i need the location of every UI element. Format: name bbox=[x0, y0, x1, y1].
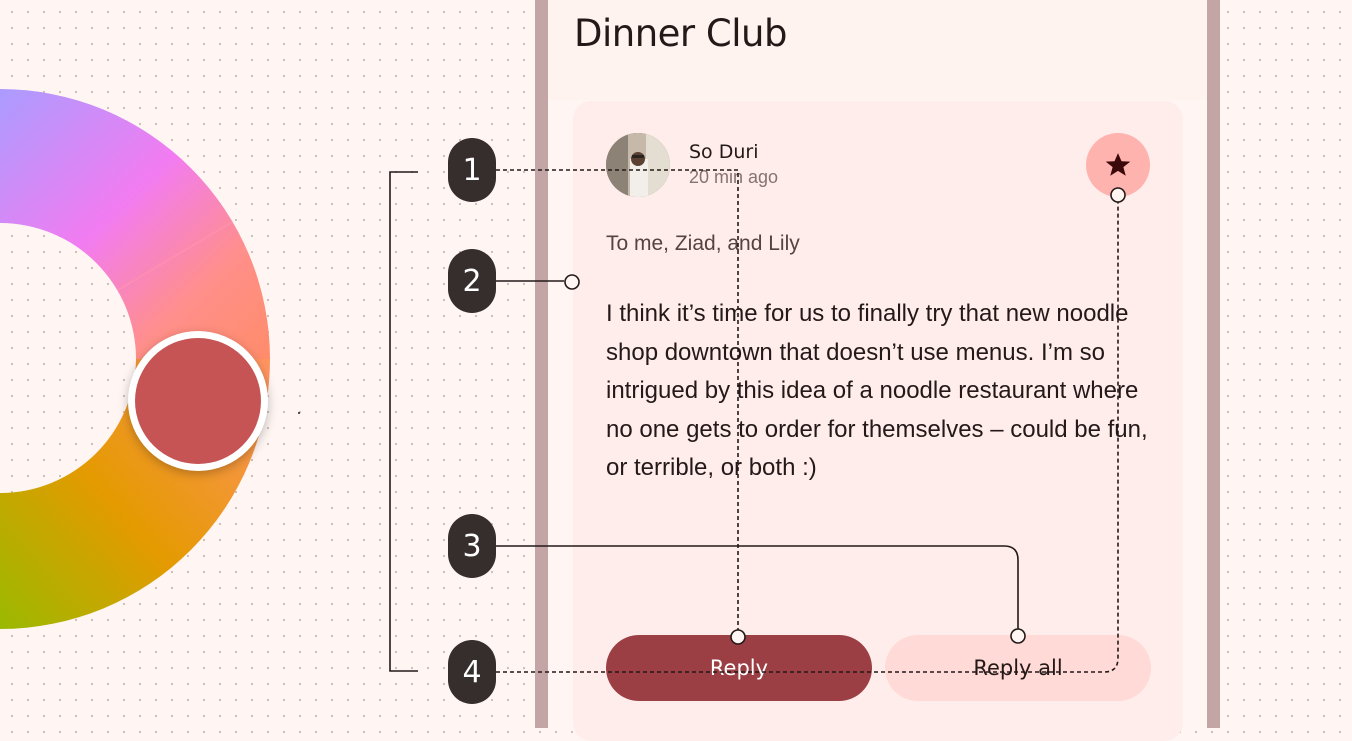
avatar[interactable] bbox=[606, 133, 670, 197]
reply-button[interactable]: Reply bbox=[606, 635, 872, 701]
star-button[interactable] bbox=[1086, 133, 1150, 197]
sender-name: So Duri bbox=[689, 141, 759, 163]
bracket-line bbox=[389, 171, 418, 672]
annotation-badge-2: 2 bbox=[448, 249, 496, 313]
annotation-badge-1: 1 bbox=[448, 138, 496, 202]
phone-frame-left bbox=[535, 0, 548, 728]
color-wheel bbox=[0, 89, 300, 629]
app-header bbox=[548, 0, 1207, 100]
message-body: I think it’s time for us to finally try … bbox=[606, 300, 1148, 481]
wheel-top-arc bbox=[0, 89, 270, 359]
annotation-badge-4: 4 bbox=[448, 640, 496, 704]
recipients-line: To me, Ziad, and Lily bbox=[606, 232, 800, 255]
annotation-badge-3: 3 bbox=[448, 514, 496, 578]
star-icon bbox=[1105, 153, 1131, 176]
phone-frame-right bbox=[1207, 0, 1220, 728]
page-title: Dinner Club bbox=[574, 12, 787, 55]
reply-all-button[interactable]: Reply all bbox=[885, 635, 1151, 701]
message-timestamp: 20 min ago bbox=[689, 167, 779, 187]
